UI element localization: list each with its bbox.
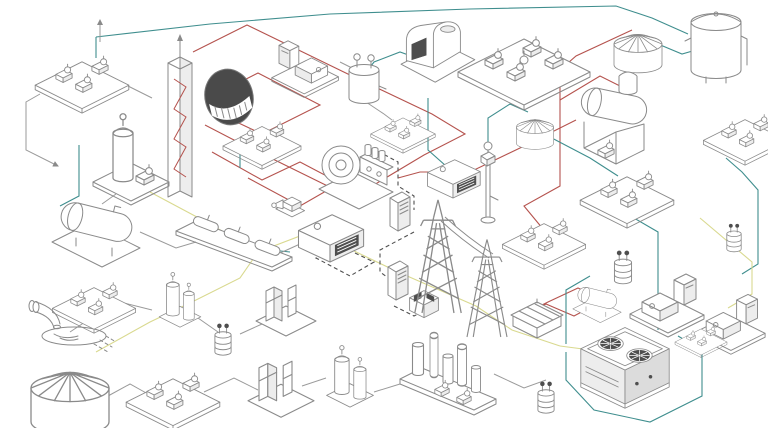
electrical-cabinet-1	[389, 191, 411, 232]
pump-skid-top-center	[458, 37, 590, 110]
pipe-electrical	[371, 147, 415, 210]
steam-turbine	[318, 144, 394, 210]
pipe-process	[139, 231, 197, 249]
pipe-process	[25, 93, 59, 167]
process-column-skid	[400, 333, 496, 416]
catenary-wire	[440, 220, 490, 259]
storage-tank-mid	[516, 119, 554, 150]
transformer-canister-1	[613, 250, 633, 285]
vessel-pump-skid	[93, 114, 169, 205]
horizontal-tank	[51, 193, 141, 268]
pump-skid-small	[371, 114, 435, 153]
pipe-process	[373, 383, 401, 393]
motor-unit	[271, 196, 306, 218]
pipe-process	[127, 85, 153, 99]
furnace-disc	[198, 63, 260, 131]
pump-skid-bottom-left	[52, 282, 135, 333]
pipe-steam	[523, 100, 561, 230]
pipe-process	[107, 383, 149, 397]
switchgear-skid	[271, 40, 339, 98]
transformer-canister-3	[537, 381, 555, 414]
pipe-cooling	[725, 157, 759, 275]
water-treatment-skid	[175, 210, 293, 272]
pipe-cooling	[657, 43, 697, 55]
pipe-process	[365, 101, 393, 121]
process-tank	[348, 53, 387, 104]
pipe-cooling	[59, 145, 80, 207]
pipe-electrical	[379, 231, 415, 283]
storage-tank-bottom-left	[30, 371, 110, 428]
transmission-tower-1	[414, 199, 462, 314]
pipe-process	[101, 193, 117, 205]
pump-skid-center	[502, 218, 585, 269]
transformer-canister-2	[726, 223, 742, 253]
pipe-process	[493, 373, 547, 389]
pump-skid-under-furnace	[223, 122, 301, 170]
twin-columns-2	[327, 346, 374, 408]
pipe-fuel	[95, 251, 259, 353]
compressor-package-1	[629, 273, 705, 338]
pump-skid-right-mid	[580, 171, 674, 228]
large-vessel	[684, 11, 748, 84]
pump-skid-right-edge	[703, 114, 768, 165]
pipe-process	[203, 377, 259, 393]
pump-skid-top-left	[35, 56, 129, 113]
pipe-cooling	[427, 98, 447, 176]
pipe-fuel	[699, 217, 753, 309]
equipment-layer	[28, 11, 768, 428]
transformer-canister-4	[214, 323, 232, 356]
rack-unit-1	[255, 284, 317, 337]
pipe-electrical	[393, 305, 431, 317]
electrical-cabinet-2	[387, 260, 409, 301]
rack-unit-2	[247, 360, 315, 418]
transmission-tower-2	[466, 238, 508, 338]
well-pump	[480, 141, 499, 224]
pipe-cooling	[95, 5, 689, 38]
twin-columns	[159, 272, 201, 327]
pipe-cooling	[565, 275, 591, 344]
pipe-process	[301, 377, 327, 387]
boiler-wall	[167, 33, 193, 198]
pump-skid-bottom	[126, 373, 220, 428]
radiator-genset	[427, 159, 481, 199]
storage-tank-top	[613, 34, 663, 74]
pipe-electrical	[314, 243, 376, 277]
cooling-tower	[580, 327, 670, 409]
pipe-process	[197, 317, 219, 333]
steam-drum-boiler	[579, 72, 649, 164]
pipe-cooling	[547, 135, 619, 177]
generator-set	[297, 214, 365, 263]
